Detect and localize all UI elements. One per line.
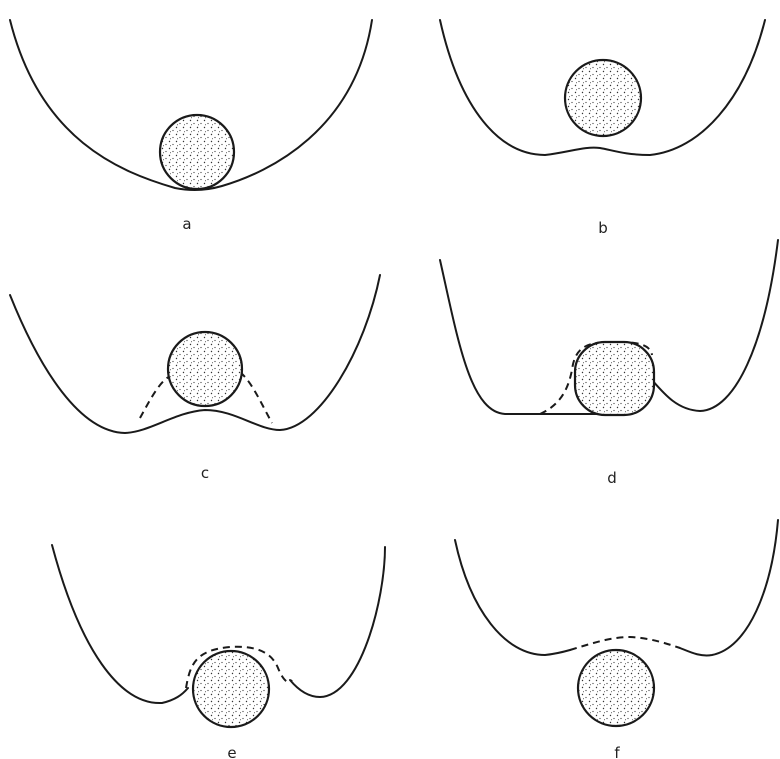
panel-b: b xyxy=(440,20,765,237)
potential-curve-left xyxy=(455,540,570,655)
panel-d: d xyxy=(440,240,778,487)
dashed-deformation xyxy=(570,637,680,650)
stippled-ball xyxy=(575,342,654,415)
stippled-ball xyxy=(168,332,242,406)
potential-curve-right xyxy=(680,520,778,655)
dashed-deformation-left xyxy=(140,375,172,418)
panel-label-f: f xyxy=(614,744,620,759)
dashed-deformation-right xyxy=(240,372,272,423)
panel-f: f xyxy=(455,520,778,759)
stippled-ball xyxy=(578,650,654,726)
panel-label-b: b xyxy=(598,219,608,237)
potential-curve-left xyxy=(52,545,188,703)
panel-label-a: a xyxy=(182,215,191,233)
panel-label-e: e xyxy=(227,744,236,759)
panel-e: e xyxy=(52,545,385,759)
panel-label-d: d xyxy=(607,469,617,487)
potential-curve-right xyxy=(290,547,385,697)
panel-a: a xyxy=(10,20,372,233)
panel-label-c: c xyxy=(201,464,209,482)
stippled-ball xyxy=(193,651,269,727)
potential-curve-right xyxy=(652,240,778,411)
stippled-ball xyxy=(160,115,234,189)
stippled-ball xyxy=(565,60,641,136)
panel-c: c xyxy=(10,275,380,482)
